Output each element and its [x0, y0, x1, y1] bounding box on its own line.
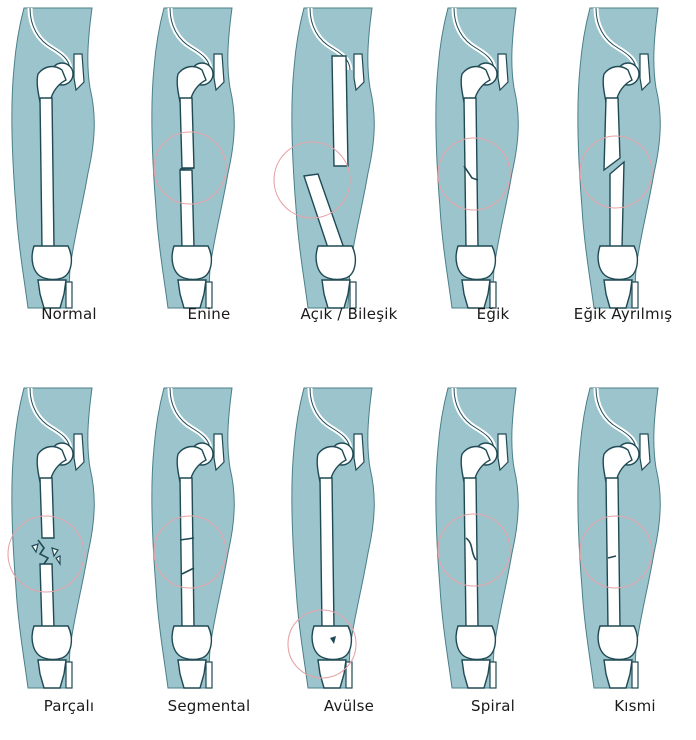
fibula	[346, 662, 352, 688]
femur-illustration-normal	[4, 8, 134, 318]
femoral-condyles	[32, 246, 71, 280]
femur-illustration-acik	[284, 8, 414, 318]
fracture-label-spiral: Spiral	[418, 697, 568, 715]
femoral-condyles	[172, 246, 211, 280]
tibia-top	[462, 280, 490, 308]
tibia-top	[38, 660, 66, 688]
panel-spiral: Spiral	[428, 388, 558, 718]
fracture-label-enine: Enine	[134, 305, 284, 323]
femur-illustration-spiral	[428, 388, 558, 698]
femur-shaft	[40, 478, 54, 538]
fracture-label-normal: Normal	[0, 305, 144, 323]
proximal-fragment	[604, 98, 620, 170]
fracture-label-segmental: Segmental	[134, 697, 284, 715]
panel-acik: Açık / Bileşik	[284, 8, 414, 338]
tibia-top	[38, 280, 66, 308]
femur-shaft	[606, 478, 620, 628]
tibia-top	[604, 660, 632, 688]
panel-egik-ayrilmis: Eğik Ayrılmış	[570, 8, 696, 338]
femoral-condyles	[312, 626, 351, 660]
fibula	[632, 662, 638, 688]
femur-illustration-egik	[428, 8, 558, 318]
femoral-condyles	[456, 246, 495, 280]
femur-illustration-enine	[144, 8, 274, 318]
transverse-fracture-line	[180, 168, 194, 169]
femur-shaft	[464, 98, 478, 248]
femur-shaft	[180, 478, 194, 628]
tibia-top	[322, 280, 350, 308]
femur-shaft	[180, 170, 194, 248]
femur-illustration-kismi	[570, 388, 696, 698]
femoral-condyles	[456, 626, 495, 660]
fracture-label-acik: Açık / Bileşik	[274, 305, 424, 323]
femur-illustration-parcali	[4, 388, 134, 698]
femoral-condyles	[32, 626, 71, 660]
tibia-top	[178, 660, 206, 688]
panel-enine: Enine	[144, 8, 274, 338]
fracture-label-avulse: Avülse	[274, 697, 424, 715]
fracture-label-egik: Eğik	[418, 305, 568, 323]
panel-egik: Eğik	[428, 8, 558, 338]
fracture-label-parcali: Parçalı	[0, 697, 144, 715]
femur-illustration-segmental	[144, 388, 274, 698]
femoral-condyles	[598, 626, 637, 660]
femoral-condyles	[598, 246, 637, 280]
femur-shaft	[40, 564, 54, 628]
tibia-top	[604, 280, 632, 308]
fracture-label-egik-ayrilmis: Eğik Ayrılmış	[552, 305, 694, 323]
panel-avulse: Avülse	[284, 388, 414, 718]
femoral-condyles	[172, 626, 211, 660]
tibia-top	[462, 660, 490, 688]
panel-parcali: Parçalı	[4, 388, 134, 718]
femoral-condyles	[316, 246, 355, 280]
fibula	[206, 662, 212, 688]
panel-segmental: Segmental	[144, 388, 274, 718]
femur-shaft	[40, 98, 54, 248]
femur-shaft	[464, 478, 478, 628]
panel-normal: Normal	[4, 8, 134, 338]
femur-illustration-avulse	[284, 388, 414, 698]
fibula	[490, 662, 496, 688]
panel-kismi: Kısmi	[570, 388, 696, 718]
distal-fragment	[610, 162, 624, 248]
femur-illustration-egik-ayrilmis	[570, 8, 696, 318]
tibia-top	[178, 280, 206, 308]
femur-shaft	[320, 478, 334, 628]
fibula	[66, 662, 72, 688]
tibia-top	[318, 660, 346, 688]
fracture-label-kismi: Kısmi	[560, 697, 696, 715]
